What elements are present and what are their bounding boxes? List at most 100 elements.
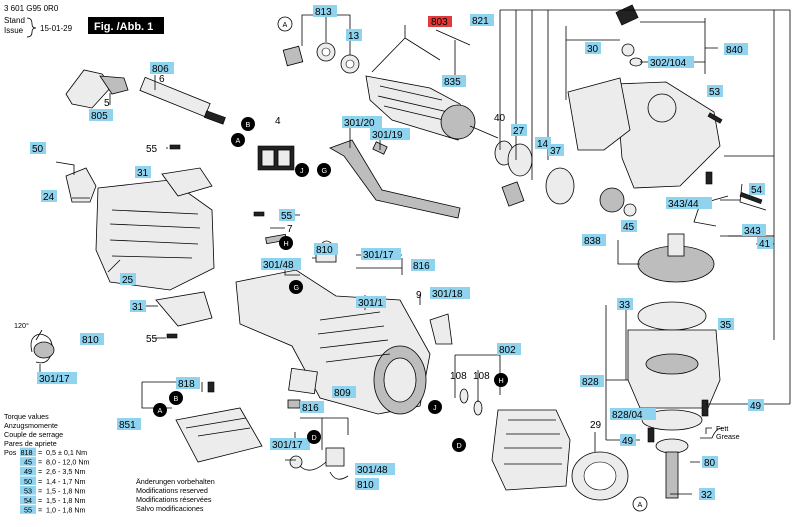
- svg-text:41: 41: [759, 239, 771, 250]
- torque-equals: =: [38, 477, 42, 486]
- torque-pos-tag: [20, 505, 36, 514]
- callout-45-right: 45: [621, 220, 637, 233]
- callout-802: 802: [497, 343, 521, 356]
- callout-806: 806: [150, 62, 174, 75]
- torque-title-fr: Couple de serrage: [4, 430, 63, 439]
- torque-pos-tag: [20, 495, 36, 505]
- document-header: 3 601 G95 0R0 Stand Issue 15-01-29 Fig. …: [4, 4, 164, 38]
- callout-108-left: 108: [450, 371, 467, 382]
- callout-29: 29: [590, 420, 602, 431]
- torque-pos-value: 49: [24, 467, 32, 476]
- torque-value: 1,0 - 1,8 Nm: [46, 506, 86, 515]
- callout-301-17-left: 301/17: [37, 372, 77, 385]
- torque-title-en: Torque values: [4, 412, 49, 421]
- svg-text:805: 805: [91, 111, 108, 122]
- torque-value: 1,4 - 1,7 Nm: [46, 477, 86, 486]
- torque-pos-tag: [20, 447, 36, 457]
- torque-value: 0,5 ± 0,1 Nm: [46, 448, 87, 457]
- callout-37: 37: [548, 144, 564, 157]
- torque-pos-value: 45: [24, 458, 32, 467]
- callout-810-left: 810: [80, 333, 104, 346]
- callout-343: 343: [742, 224, 766, 237]
- callout-828-04: 828/04: [610, 408, 656, 421]
- torque-equals: =: [38, 506, 42, 515]
- torque-pos-label: Pos: [4, 448, 17, 457]
- svg-text:810: 810: [357, 480, 374, 491]
- callout-24: 24: [41, 190, 57, 203]
- callout-813: 813: [313, 5, 337, 18]
- fig-label-box: [88, 17, 164, 34]
- svg-text:D: D: [312, 433, 317, 442]
- grease-de: Fett: [716, 424, 728, 433]
- svg-text:301/18: 301/18: [432, 289, 463, 300]
- svg-text:45: 45: [623, 222, 635, 233]
- svg-text:B: B: [174, 394, 179, 403]
- issue-label: Issue: [4, 26, 24, 35]
- torque-pos-value: 55: [24, 506, 32, 515]
- torque-pos-tag: [20, 457, 36, 466]
- torque-pos-value: 50: [24, 477, 32, 486]
- connection-markers: A B A J G H G A B D J H D A: [153, 16, 648, 512]
- callout-35: 35: [718, 318, 734, 331]
- fig-label: Fig. /Abb. 1: [94, 21, 153, 33]
- svg-text:828/04: 828/04: [612, 410, 643, 421]
- callout-14: 14: [535, 137, 551, 150]
- callout-835: 835: [442, 75, 466, 88]
- svg-text:31: 31: [132, 302, 144, 313]
- svg-text:27: 27: [513, 126, 525, 137]
- callout-55-mid: 55: [279, 209, 295, 222]
- torque-pos-value: 54: [24, 496, 32, 505]
- callout-810-top: 810: [314, 243, 338, 256]
- torque-pos-tag: [20, 476, 36, 485]
- callout-301-48-top: 301/48: [261, 258, 301, 271]
- svg-text:813: 813: [315, 7, 332, 18]
- svg-text:H: H: [284, 239, 289, 248]
- callout-818: 818: [176, 377, 200, 390]
- torque-value: 2,6 - 3,5 Nm: [46, 467, 86, 476]
- svg-text:821: 821: [472, 16, 489, 27]
- svg-text:301/17: 301/17: [272, 440, 303, 451]
- callout-301-1: 301/1: [356, 296, 386, 309]
- callout-27: 27: [511, 124, 527, 137]
- marker-h-bottom: H: [494, 373, 508, 387]
- callout-54: 54: [749, 183, 765, 196]
- grease-note: Fett Grease: [705, 424, 740, 441]
- callout-301-48-bottom: 301/48: [355, 463, 395, 476]
- callout-828: 828: [580, 375, 604, 388]
- svg-text:A: A: [638, 500, 643, 509]
- callout-33: 33: [617, 298, 633, 311]
- callout-810-bottom: 810: [355, 478, 379, 491]
- svg-text:806: 806: [152, 64, 169, 75]
- svg-text:828: 828: [582, 377, 599, 388]
- svg-text:H: H: [499, 376, 504, 385]
- callout-80: 80: [702, 456, 718, 469]
- callout-31-top: 31: [135, 166, 151, 179]
- callout-53: 53: [707, 85, 723, 98]
- torque-equals: =: [38, 467, 42, 476]
- svg-text:31: 31: [137, 168, 149, 179]
- stator-part: [491, 409, 571, 491]
- torque-equals: =: [38, 448, 42, 457]
- svg-text:809: 809: [334, 388, 351, 399]
- callout-5: 5: [104, 98, 110, 109]
- svg-text:13: 13: [348, 31, 360, 42]
- torque-pos-value: 818: [21, 448, 33, 457]
- changes-note: Änderungen vorbehalten Modifications res…: [136, 477, 215, 513]
- changes-es: Salvo modificaciones: [136, 504, 204, 513]
- torque-table: Torque values Anzugsmomente Couple de se…: [4, 412, 90, 515]
- callout-55-bottom: 55: [146, 334, 158, 345]
- svg-text:A: A: [283, 20, 288, 29]
- marker-d-stator: D: [452, 438, 466, 452]
- svg-text:G: G: [294, 283, 300, 292]
- motor-housing-part: [95, 179, 215, 291]
- marker-a-cover: A: [153, 403, 167, 417]
- callout-25: 25: [120, 273, 136, 286]
- svg-text:49: 49: [750, 401, 762, 412]
- callout-302-104: 302/104: [648, 56, 694, 69]
- callout-108-right: 108: [473, 371, 490, 382]
- callout-343-44: 343/44: [666, 197, 712, 210]
- callout-tags: 813 803 821 840 302/104 30 13 835 806 6 …: [14, 5, 773, 501]
- svg-text:840: 840: [726, 45, 743, 56]
- svg-text:55: 55: [281, 211, 293, 222]
